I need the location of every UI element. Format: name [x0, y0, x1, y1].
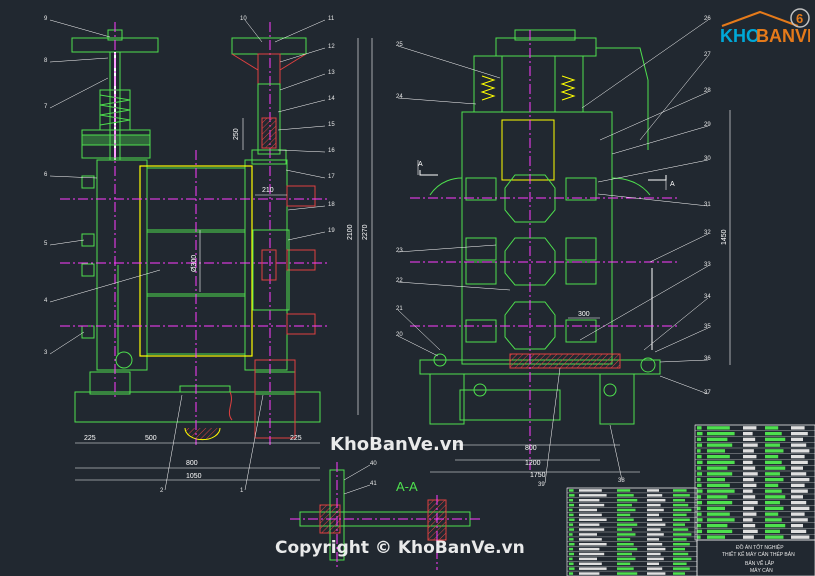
part-number-label: 36: [704, 356, 711, 362]
logo-text-left: KHO: [720, 26, 760, 46]
part-number-label: 23: [396, 248, 403, 254]
logo-badge: 6: [796, 11, 803, 26]
dim-300: 300: [578, 311, 590, 318]
part-number-label: 16: [328, 148, 335, 154]
part-number-label: 32: [704, 230, 711, 236]
part-number-label: 29: [704, 122, 711, 128]
dim-225-right: 225: [290, 435, 302, 442]
part-number-label: 7: [44, 104, 48, 110]
dim-2100: 2100: [347, 224, 354, 240]
part-number-label: 41: [370, 481, 377, 487]
dim-210: 210: [262, 187, 274, 194]
logo-text-right: BANVE: [756, 26, 810, 46]
part-number-label: 5: [44, 241, 48, 247]
side-view: [397, 19, 731, 484]
watermark-copyright: Copyright © KhoBanVe.vn: [275, 538, 525, 558]
part-number-label: 1: [240, 488, 244, 494]
part-number-label: 38: [618, 478, 625, 484]
part-number-label: 20: [396, 332, 403, 338]
section-mark-right: A: [670, 181, 675, 188]
dim-roll-diameter: Ø300: [191, 255, 198, 272]
part-number-label: 33: [704, 262, 711, 268]
part-number-label: 19: [328, 228, 335, 234]
section-mark-left: A: [418, 161, 423, 168]
khobanve-logo: 6 KHO BANVE: [720, 8, 810, 46]
part-number-label: 12: [328, 44, 335, 50]
part-number-label: 2: [160, 488, 164, 494]
dim-2270: 2270: [362, 224, 369, 240]
dim-225-left: 225: [84, 435, 96, 442]
part-number-label: 18: [328, 202, 335, 208]
part-number-label: 11: [328, 16, 335, 22]
part-number-label: 10: [240, 16, 247, 22]
part-number-label: 13: [328, 70, 335, 76]
part-number-label: 24: [396, 94, 403, 100]
dim-1450: 1450: [721, 229, 728, 245]
part-number-label: 26: [704, 16, 711, 22]
dim-1750: 1750: [530, 472, 546, 479]
part-number-label: 21: [396, 306, 403, 312]
part-number-label: 34: [704, 294, 711, 300]
dim-side-800: 800: [525, 445, 537, 452]
part-number-label: 4: [44, 298, 48, 304]
part-number-label: 28: [704, 88, 711, 94]
dim-500: 500: [145, 435, 157, 442]
title-line-3: BẢN VẼ LẮP: [745, 559, 775, 567]
part-number-label: 6: [44, 172, 48, 178]
dim-1200: 1200: [525, 460, 541, 467]
part-number-label: 17: [328, 174, 335, 180]
title-line-1: ĐỒ ÁN TỐT NGHIỆP: [736, 543, 784, 551]
part-number-label: 25: [396, 42, 403, 48]
part-number-label: 35: [704, 324, 711, 330]
part-number-label: 22: [396, 278, 403, 284]
part-number-label: 30: [704, 156, 711, 162]
part-number-label: 31: [704, 202, 711, 208]
front-view: [49, 19, 373, 491]
title-line-4: MÁY CÁN: [750, 567, 773, 574]
dim-1050: 1050: [186, 473, 202, 480]
part-number-label: 40: [370, 461, 377, 467]
part-number-label: 39: [538, 482, 545, 488]
title-line-2: THIẾT KẾ MÁY CÁN THÉP BẢN: [722, 551, 795, 558]
section-a-a: [290, 462, 480, 570]
part-number-label: 14: [328, 96, 335, 102]
part-number-label: 8: [44, 58, 48, 64]
dim-800: 800: [186, 460, 198, 467]
part-number-label: 15: [328, 122, 335, 128]
watermark-center: KhoBanVe.vn: [330, 434, 464, 455]
part-number-label: 27: [704, 52, 711, 58]
section-title: A-A: [396, 479, 418, 494]
parts-list-table: [566, 424, 815, 576]
part-number-label: 3: [44, 350, 48, 356]
dim-250: 250: [233, 128, 240, 140]
part-number-label: 9: [44, 16, 48, 22]
part-number-label: 37: [704, 390, 711, 396]
